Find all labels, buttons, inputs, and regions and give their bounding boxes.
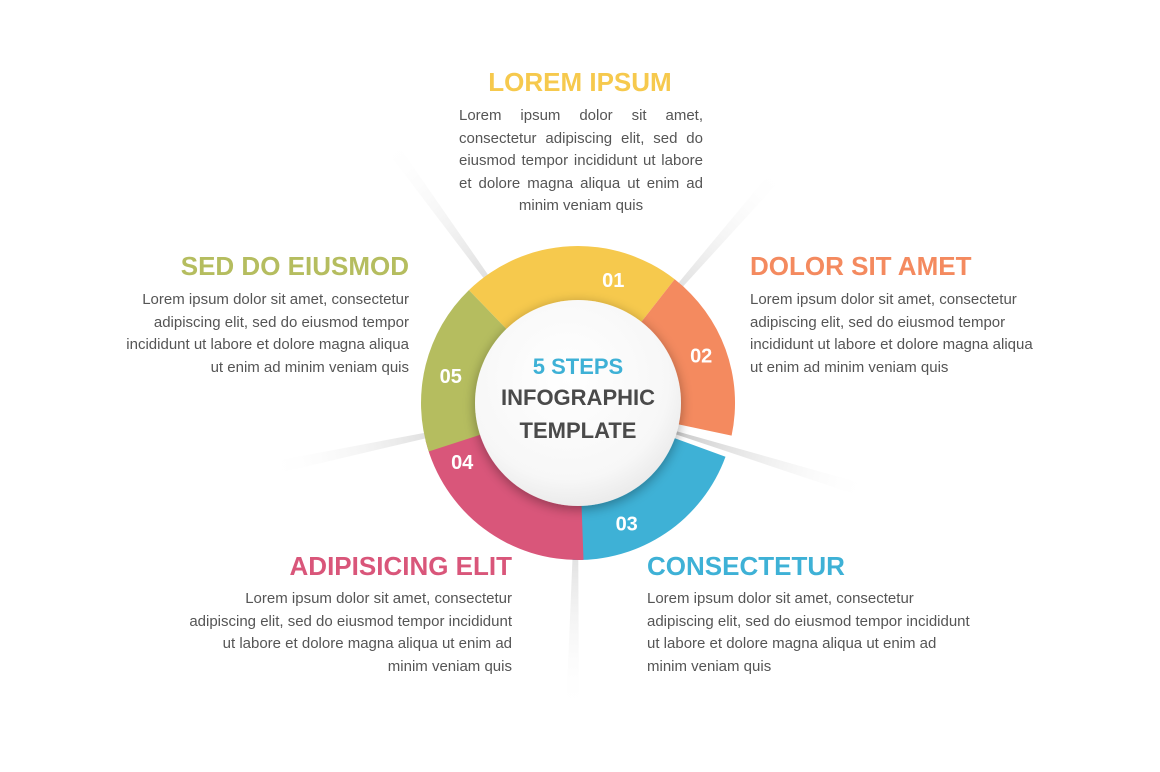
divider-shadow-3 bbox=[671, 430, 872, 499]
step-3-description: Lorem ipsum dolor sit amet, consectetur … bbox=[647, 590, 970, 675]
step-numbers: 01 02 03 04 05 bbox=[440, 270, 713, 536]
step-petals bbox=[421, 245, 736, 560]
step-4-number: 04 bbox=[451, 452, 474, 474]
step-5-title: SED DO EIUSMOD bbox=[180, 251, 409, 281]
center-title-line-2: TEMPLATE bbox=[520, 418, 637, 443]
step-4-petal bbox=[425, 426, 584, 560]
step-3-number: 03 bbox=[616, 514, 638, 536]
step-3-title: CONSECTETUR bbox=[647, 551, 845, 581]
step-1-number: 01 bbox=[602, 270, 624, 292]
step-3-petal bbox=[572, 435, 726, 560]
step-1-description: Lorem ipsum dolor sit amet, consectetur … bbox=[459, 107, 703, 214]
step-5-description: Lorem ipsum dolor sit amet, consectetur … bbox=[126, 291, 409, 376]
step-2-description: Lorem ipsum dolor sit amet, consectetur … bbox=[750, 291, 1033, 376]
center-circle bbox=[475, 300, 681, 506]
step-2-title: DOLOR SIT AMET bbox=[750, 251, 972, 281]
center-steps-label: 5 STEPS bbox=[533, 354, 623, 379]
step-4-description: Lorem ipsum dolor sit amet, consectetur … bbox=[189, 590, 512, 675]
step-1-title: LOREM IPSUM bbox=[488, 67, 672, 97]
step-2-petal bbox=[636, 279, 736, 436]
step-5-number: 05 bbox=[440, 366, 462, 388]
step-2-number: 02 bbox=[690, 346, 712, 368]
center-title-line-1: INFOGRAPHIC bbox=[501, 385, 655, 410]
step-4-title: ADIPISICING ELIT bbox=[289, 551, 512, 581]
step-5-petal bbox=[421, 290, 512, 452]
